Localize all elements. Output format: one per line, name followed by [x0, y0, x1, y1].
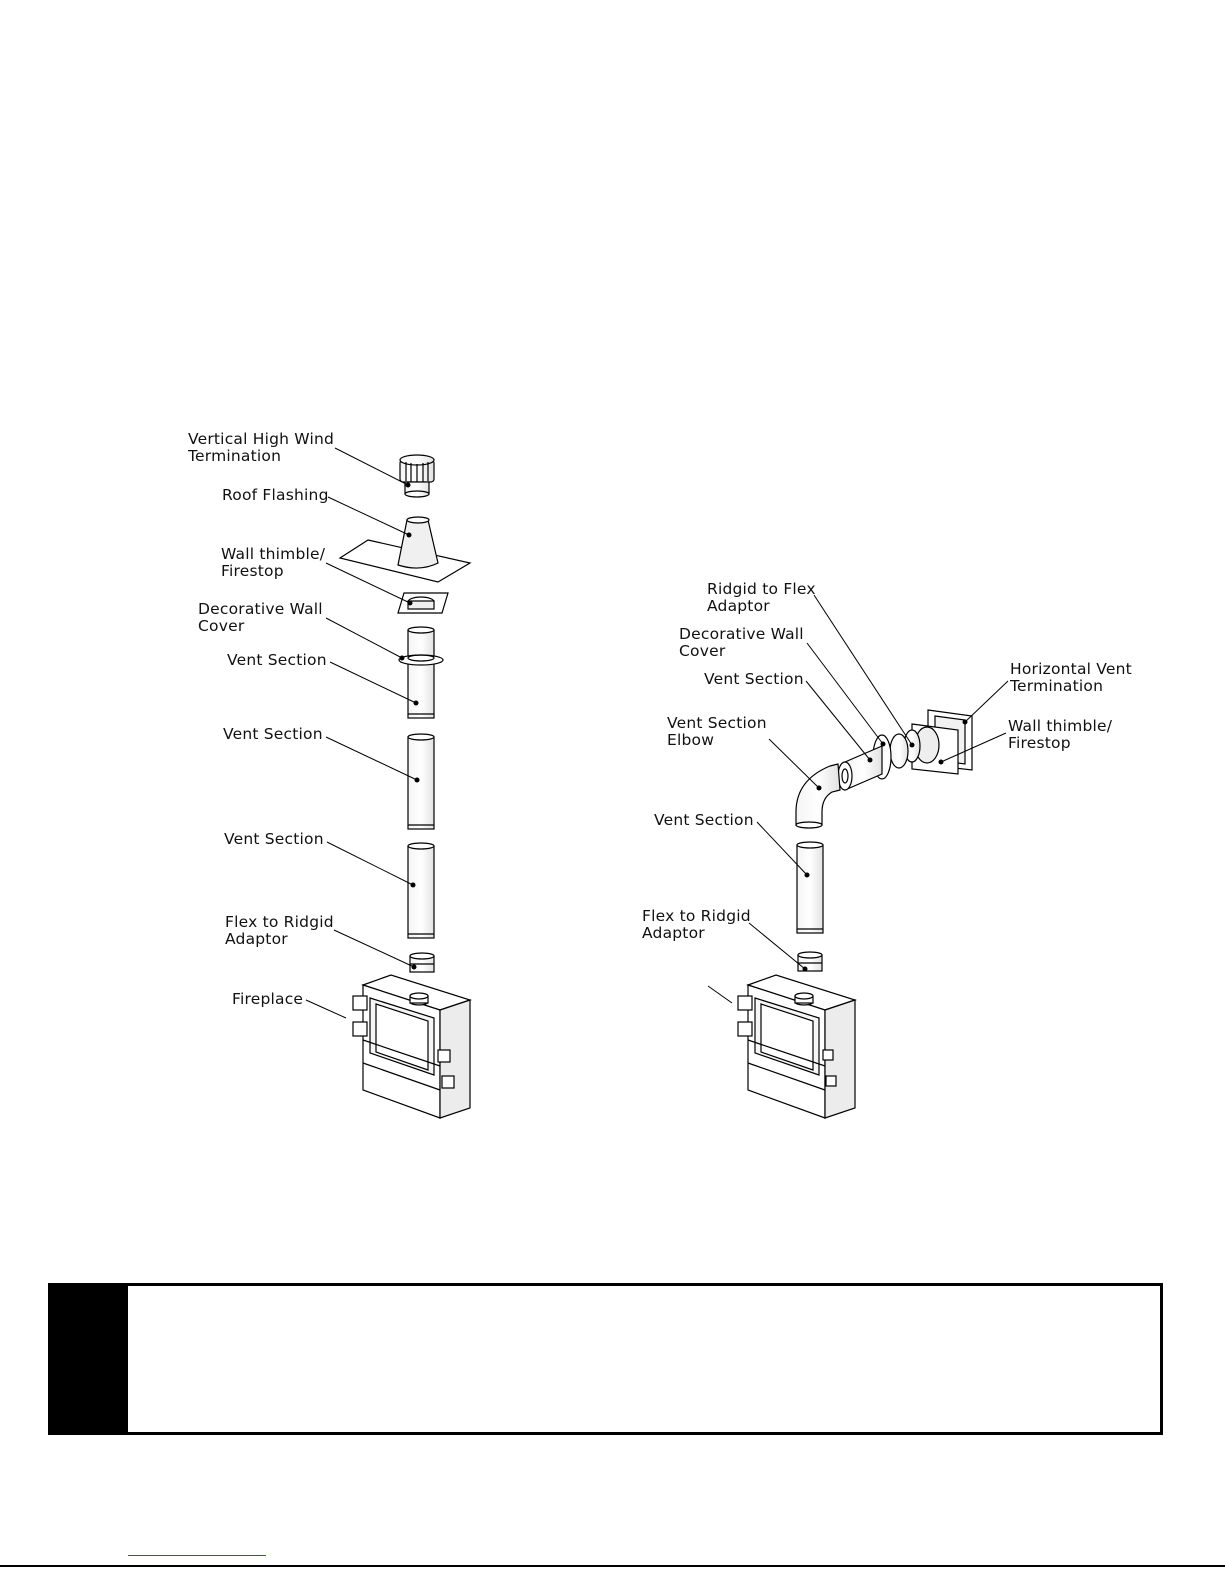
link-underline[interactable]	[128, 1555, 266, 1556]
label-decorative-wall-cover: Decorative Wall Cover	[198, 600, 323, 635]
label-horizontal-vent-termination: Horizontal Vent Termination	[1010, 660, 1132, 695]
vent-section-top-part	[837, 745, 883, 791]
label-flex-to-ridgid-adaptor: Flex to Ridgid Adaptor	[225, 913, 334, 948]
roof-flashing-part	[338, 516, 472, 583]
bottom-rule	[0, 1565, 1225, 1567]
vent-section-part-h	[796, 841, 824, 934]
label-vent-section-h: Vent Section	[654, 811, 754, 829]
label-wall-thimble-firestop: Wall thimble/ Firestop	[221, 545, 326, 580]
note-tab	[51, 1286, 128, 1432]
label-vent-section-elbow: Vent Section Elbow	[667, 714, 767, 749]
wall-thimble-firestop-part	[397, 592, 449, 614]
label-vertical-high-wind-termination: Vertical High Wind Termination	[188, 430, 335, 465]
fireplace-part	[352, 974, 472, 1119]
note-box	[48, 1283, 1163, 1435]
vent-section-1-part	[398, 626, 444, 719]
label-fireplace: Fireplace	[232, 990, 304, 1008]
vent-section-2-part	[407, 733, 435, 830]
label-decorative-wall-cover-h: Decorative Wall Cover	[679, 625, 804, 660]
vent-section-3-part	[407, 842, 435, 939]
label-vent-section-top: Vent Section	[704, 670, 804, 688]
label-roof-flashing: Roof Flashing	[222, 486, 329, 504]
flex-to-ridgid-adaptor-part	[409, 952, 435, 973]
label-flex-to-ridgid-adaptor-h: Flex to Ridgid Adaptor	[642, 907, 751, 942]
label-vent-section-3: Vent Section	[224, 830, 324, 848]
flex-to-ridgid-adaptor-part-h	[797, 951, 823, 972]
fireplace-part-h	[737, 974, 857, 1119]
vertical-high-wind-termination-part	[399, 454, 435, 498]
leader-lines	[305, 447, 1009, 1019]
label-vent-section-1: Vent Section	[227, 651, 327, 669]
label-ridgid-to-flex-adaptor: Ridgid to Flex Adaptor	[707, 580, 816, 615]
label-wall-thimble-firestop-h: Wall thimble/ Firestop	[1008, 717, 1113, 752]
vent-section-elbow-part	[795, 763, 841, 829]
horizontal-vent-termination-part	[911, 709, 973, 775]
label-vent-section-2: Vent Section	[223, 725, 323, 743]
leader-dots	[399, 482, 968, 972]
